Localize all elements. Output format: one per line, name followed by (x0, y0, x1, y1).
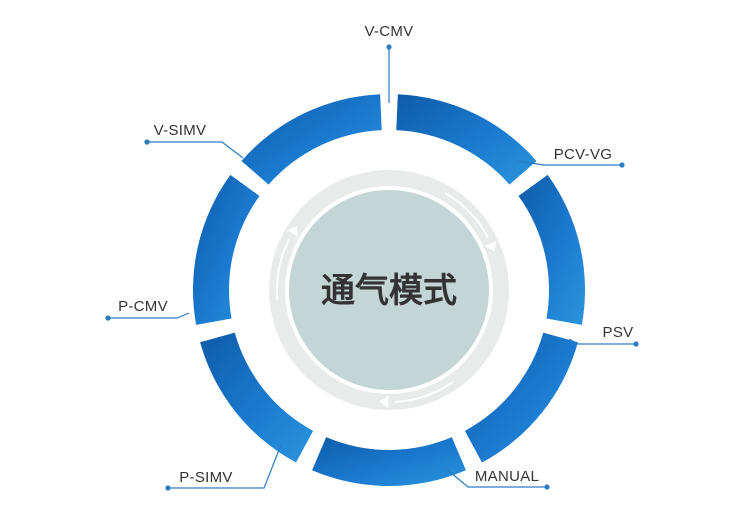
mode-label-v-cmv: V-CMV (364, 23, 413, 40)
ring-segments (192, 94, 585, 486)
leader-dot-v-cmv (386, 44, 392, 50)
leader-dot-manual (544, 484, 550, 490)
ring-segment-v-simv (241, 94, 382, 185)
track-arrow-icon (485, 241, 497, 252)
track-arrow-icon (287, 225, 298, 237)
track-arrow-tail (444, 192, 489, 238)
mode-label-p-cmv: P-CMV (118, 298, 168, 315)
track-arrow-tail (276, 238, 291, 300)
leader-line-pcv-vg (516, 160, 622, 166)
ring-segment-v-cmv (396, 94, 537, 185)
leader-line-v-simv (147, 141, 244, 159)
center-disc (289, 190, 489, 390)
leader-dot-p-simv (165, 485, 171, 491)
mode-label-pcv-vg: PCV-VG (554, 146, 612, 163)
mode-label-manual: MANUAL (475, 468, 539, 485)
leader-dot-p-cmv (105, 315, 111, 321)
track-arrows (276, 192, 497, 408)
leader-dot-v-simv (144, 139, 150, 145)
ring-segment-manual (312, 437, 466, 486)
leader-line-p-cmv (108, 312, 190, 319)
mode-leaders: V-CMV PCV-VG PSV MANUAL P-SIMV P-CMV V-SIMV (105, 23, 639, 491)
track-arrow-tail (394, 380, 454, 403)
ring-segment-p-cmv (192, 174, 260, 325)
ring-segment-p-simv (200, 332, 314, 463)
mode-label-v-simv: V-SIMV (154, 122, 207, 139)
leader-line-psv (568, 338, 636, 345)
leader-dot-psv (633, 341, 639, 347)
leader-dot-pcv-vg (619, 162, 625, 168)
leader-line-manual (443, 466, 547, 488)
leader-line-p-simv (168, 444, 282, 489)
center-title: 通气模式 (321, 271, 457, 311)
ring-segment-psv (464, 332, 578, 463)
mode-label-p-simv: P-SIMV (179, 469, 232, 486)
ring-segment-pcv-vg (518, 174, 585, 325)
mode-label-psv: PSV (603, 324, 634, 341)
track-arrow-icon (379, 395, 389, 408)
